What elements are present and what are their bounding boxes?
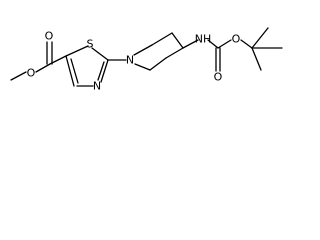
bond-c2-n3-double-1 xyxy=(100,59,109,83)
bond-pip-c6-n xyxy=(134,63,151,71)
bond-pip-c2-c3 xyxy=(151,32,173,46)
atom-thiazole-nitrogen: N xyxy=(93,80,101,93)
bond-c4-c5-double-2 xyxy=(70,58,79,84)
bond-carbonyl-c-ester-o xyxy=(217,39,232,49)
atom-labels: O O S N N NH O O xyxy=(27,30,241,93)
bonds xyxy=(10,27,283,87)
chemical-structure-diagram: O O S N N NH O O xyxy=(10,27,283,93)
bond-ester-o-carbonyl-c xyxy=(35,63,51,73)
bond-ester-o-tbu-c xyxy=(240,39,253,49)
atom-carbamate-carbonyl-oxygen: O xyxy=(214,71,223,84)
bond-c2-n3-double-2 xyxy=(97,61,105,81)
bond-tbu-methyl-up xyxy=(251,27,269,49)
atom-ester-carbonyl-oxygen: O xyxy=(45,30,54,43)
bond-methyl-ester-o xyxy=(10,71,27,81)
bond-pip-c5-c6 xyxy=(149,57,167,71)
bond-carbonyl-c-thiazole-c5 xyxy=(49,55,67,65)
atom-carbamate-nh: NH xyxy=(195,33,212,46)
bond-nh-carbonyl-c xyxy=(207,39,219,49)
bond-pip-c3-c4 xyxy=(171,32,184,49)
bond-pip-n-c2 xyxy=(133,44,153,56)
atom-thiazole-sulfur: S xyxy=(87,38,94,51)
bond-s-c2 xyxy=(91,47,109,61)
bond-c4-nh xyxy=(182,39,199,49)
bond-tbu-methyl-down xyxy=(251,47,262,71)
atom-piperidine-nitrogen: N xyxy=(126,54,134,67)
bond-pip-c4-c5 xyxy=(165,47,184,59)
bond-c4-c5-double-1 xyxy=(65,55,75,87)
atom-ester-oxygen: O xyxy=(27,67,36,80)
atom-carbamate-oxygen: O xyxy=(232,33,241,46)
bond-c5-s xyxy=(65,45,89,57)
